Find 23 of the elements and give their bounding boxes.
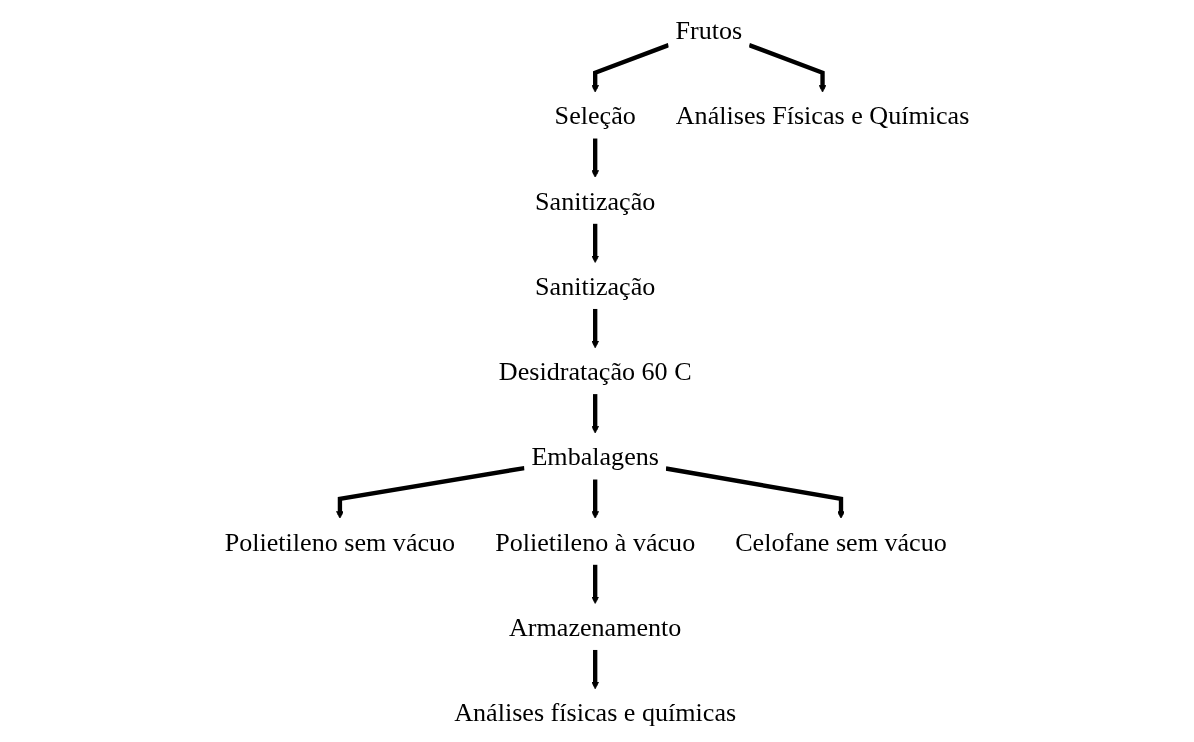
- node-text: Polietileno sem vácuo: [224, 527, 456, 556]
- arrow: [336, 465, 525, 519]
- node-text: Análises Físicas e Químicas: [675, 100, 970, 130]
- arrow: [591, 308, 599, 349]
- arrow: [748, 43, 827, 93]
- node-text: Sanitização: [535, 271, 656, 301]
- node-text: Sanitização: [535, 186, 656, 215]
- node-text: Análises físicas e químicas: [454, 697, 737, 727]
- node-text: Seleção: [554, 100, 636, 130]
- node-text: Frutos: [675, 15, 743, 45]
- arrow: [591, 479, 599, 519]
- arrow: [591, 649, 599, 690]
- node-text: Polietileno à vácuo: [495, 527, 696, 556]
- node-text: Embalagens: [531, 441, 659, 471]
- arrow: [591, 564, 599, 605]
- arrow: [591, 394, 599, 434]
- arrow: [591, 223, 599, 264]
- arrow: [665, 466, 845, 519]
- arrow: [591, 43, 670, 93]
- arrow: [591, 138, 599, 178]
- node-text: Celofane sem vácuo: [735, 527, 947, 556]
- node-text: Armazenamento: [508, 612, 682, 642]
- node-text: Desidratação 60 C: [498, 356, 692, 386]
